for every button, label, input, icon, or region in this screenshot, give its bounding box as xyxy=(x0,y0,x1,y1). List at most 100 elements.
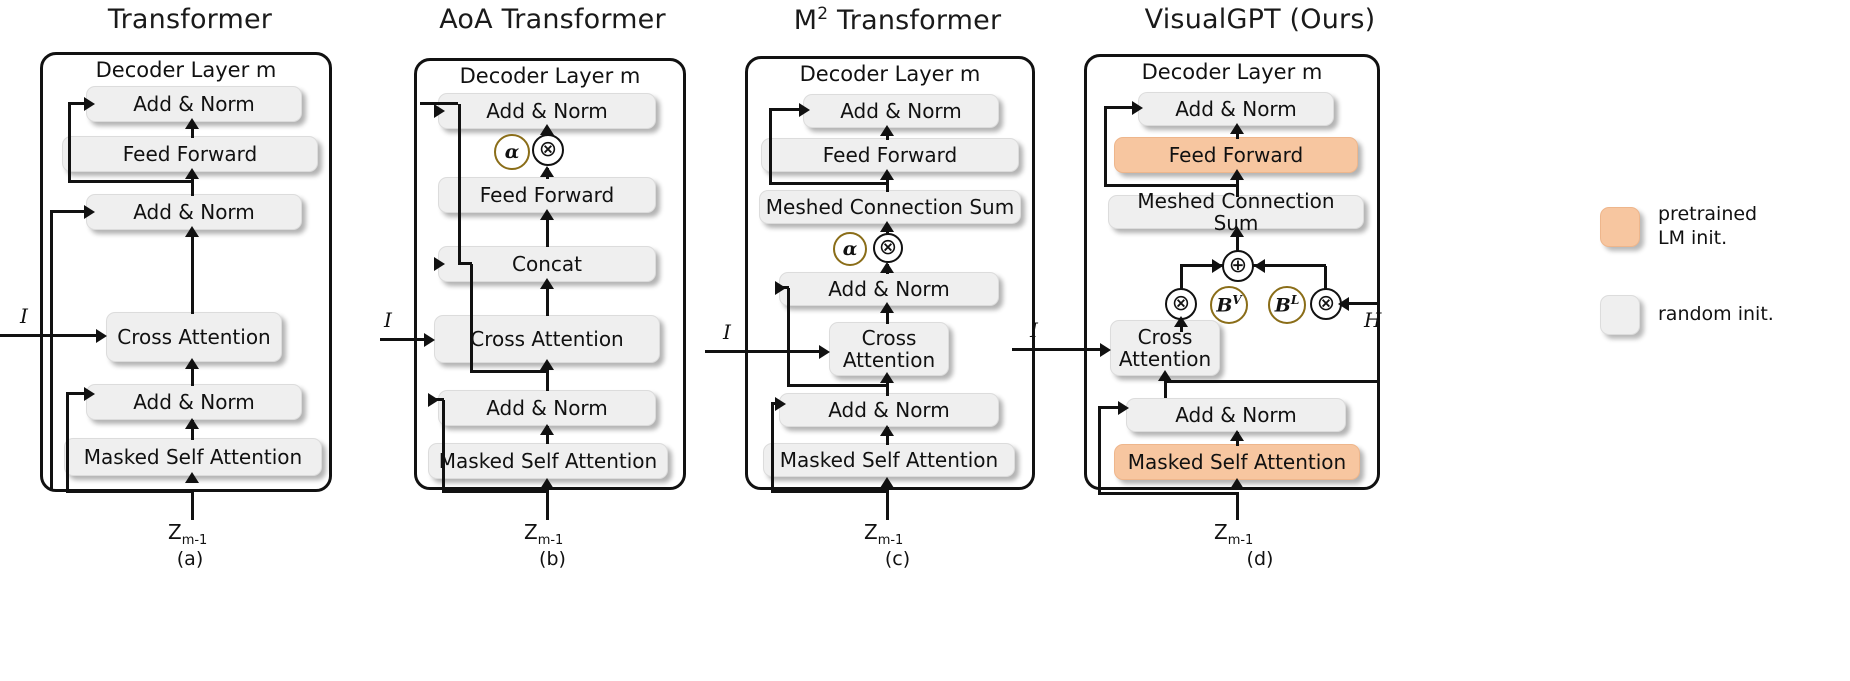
input-label-i: I xyxy=(384,308,392,332)
multiply-node[interactable]: ⊗ xyxy=(532,134,564,166)
edge-mull-to-sum xyxy=(1252,264,1326,267)
edge-h-vertical xyxy=(1377,302,1380,382)
residual-h-2c xyxy=(458,262,472,265)
residual-v-2 xyxy=(50,212,53,490)
gate-bl-superscript: L xyxy=(1290,293,1300,308)
block-add-norm-bottom[interactable]: Add & Norm xyxy=(86,384,302,420)
block-feed-forward[interactable]: Feed Forward xyxy=(438,177,656,213)
edge-ff-to-addnorm xyxy=(191,122,194,138)
multiply-symbol: ⊗ xyxy=(538,137,558,162)
residual-v-2 xyxy=(458,104,461,264)
edge-cross-to-addnorm xyxy=(191,230,194,314)
gate-bl-circle[interactable]: BL xyxy=(1268,286,1306,324)
arrowhead-right xyxy=(434,257,445,271)
arrowhead-right xyxy=(1212,259,1223,273)
panel-title-superscript: 2 xyxy=(817,4,829,24)
panel-caption: (d) xyxy=(1246,548,1274,570)
arrowhead-up xyxy=(1230,430,1244,441)
panel-title-text: M xyxy=(793,5,818,36)
gate-bv-superscript: V xyxy=(1232,293,1242,308)
multiply-symbol: ⊗ xyxy=(1171,291,1191,316)
block-feed-forward[interactable]: Feed Forward xyxy=(1114,137,1358,173)
bottom-input-line xyxy=(191,490,194,520)
alpha-gate-circle[interactable]: α xyxy=(833,232,867,266)
bottom-input-label: Zm-1 xyxy=(864,520,903,548)
block-add-norm-bottom[interactable]: Add & Norm xyxy=(779,393,999,427)
multiply-node[interactable]: ⊗ xyxy=(873,233,903,263)
gate-bv-circle[interactable]: BV xyxy=(1210,286,1248,324)
panel-title: Transformer xyxy=(107,4,273,35)
arrowhead-up xyxy=(880,477,894,488)
residual-h-1 xyxy=(68,180,194,183)
block-add-norm-bottom[interactable]: Add & Norm xyxy=(1126,398,1346,432)
bottom-input-label-sub: m-1 xyxy=(1227,533,1254,548)
edge-msa-to-addnorm xyxy=(546,426,549,444)
arrowhead-right xyxy=(775,281,786,295)
block-feed-forward[interactable]: Feed Forward xyxy=(761,138,1019,172)
block-label: Cross Attention xyxy=(470,326,624,351)
block-meshed-connection-sum[interactable]: Meshed Connection Sum xyxy=(759,190,1021,224)
block-masked-self-attention[interactable]: Masked Self Attention xyxy=(763,443,1015,477)
block-label: Add & Norm xyxy=(1175,402,1297,427)
block-add-norm-top[interactable]: Add & Norm xyxy=(803,94,999,128)
edge-msa-to-addnorm xyxy=(886,427,889,445)
edge-mull-up xyxy=(1324,266,1327,290)
bottom-input-label-sub: m-1 xyxy=(181,533,208,548)
block-masked-self-attention[interactable]: Masked Self Attention xyxy=(1114,444,1360,480)
block-label: Add & Norm xyxy=(133,91,255,116)
block-add-norm-top[interactable]: Add & Norm xyxy=(1138,92,1334,126)
block-add-norm-top[interactable]: Add & Norm xyxy=(86,86,302,122)
block-masked-self-attention[interactable]: Masked Self Attention xyxy=(64,438,322,476)
block-cross-attention[interactable]: Cross Attention xyxy=(106,312,282,362)
block-label: Cross Attention xyxy=(117,324,271,349)
arrowhead-up xyxy=(880,169,894,180)
arrowhead-up xyxy=(540,424,554,435)
arrowhead-right xyxy=(96,329,107,343)
residual-v-3 xyxy=(66,394,69,492)
block-add-norm-mid[interactable]: Add & Norm xyxy=(779,272,999,306)
arrowhead-right xyxy=(84,205,95,219)
arrowhead-up xyxy=(880,425,894,436)
block-cross-attention[interactable]: Cross Attention xyxy=(434,315,660,363)
residual-h-1 xyxy=(1104,184,1238,187)
block-add-norm-mid[interactable]: Add & Norm xyxy=(86,194,302,230)
residual-v-2 xyxy=(787,288,790,386)
legend-label-pretrained: pretrained LM init. xyxy=(1658,203,1758,249)
bottom-input-label-text: Z xyxy=(864,520,878,544)
sum-node[interactable]: ⊕ xyxy=(1222,250,1254,282)
bottom-input-line xyxy=(1236,492,1239,520)
block-label: Feed Forward xyxy=(479,182,615,207)
block-cross-attention[interactable]: Cross Attention xyxy=(829,322,949,376)
input-i-line xyxy=(0,334,104,337)
block-masked-self-attention[interactable]: Masked Self Attention xyxy=(428,443,668,479)
block-add-norm-bottom[interactable]: Add & Norm xyxy=(438,390,656,426)
residual-h-3 xyxy=(50,210,88,213)
panel-aoa-transformer: AoA Transformer Decoder Layer m Add & No… xyxy=(380,0,725,681)
edge-addnorm-to-cross xyxy=(191,362,194,386)
arrowhead-up xyxy=(540,478,554,489)
block-feed-forward[interactable]: Feed Forward xyxy=(62,136,318,172)
block-cross-attention[interactable]: Cross Attention xyxy=(1110,320,1220,376)
arrowhead-right xyxy=(424,333,435,347)
decoder-layer-caption: Decoder Layer m xyxy=(799,62,981,86)
bottom-input-label: Zm-1 xyxy=(168,520,207,548)
alpha-symbol: α xyxy=(842,238,858,260)
panel-title: AoA Transformer xyxy=(439,4,666,35)
block-label: Feed Forward xyxy=(822,142,958,167)
arrowhead-up xyxy=(540,278,554,289)
alpha-gate-circle[interactable]: α xyxy=(494,134,530,170)
bottom-input-label-text: Z xyxy=(524,520,538,544)
block-meshed-connection-sum[interactable]: Meshed Connection Sum xyxy=(1108,189,1364,234)
bottom-input-label-text: Z xyxy=(168,520,182,544)
decoder-layer-caption: Decoder Layer m xyxy=(1141,60,1323,84)
arrowhead-right xyxy=(799,103,810,117)
block-label: Concat xyxy=(512,251,582,276)
arrowhead-right xyxy=(1118,401,1129,415)
arrowhead-up xyxy=(1230,226,1244,237)
edge-h-from-addnorm xyxy=(1236,380,1380,383)
bottom-input-line xyxy=(886,490,889,520)
arrowhead-up xyxy=(185,118,199,129)
arrowhead-left xyxy=(1338,297,1349,311)
panel-caption: (a) xyxy=(176,548,204,570)
block-label: Meshed Connection Sum xyxy=(1137,188,1335,235)
